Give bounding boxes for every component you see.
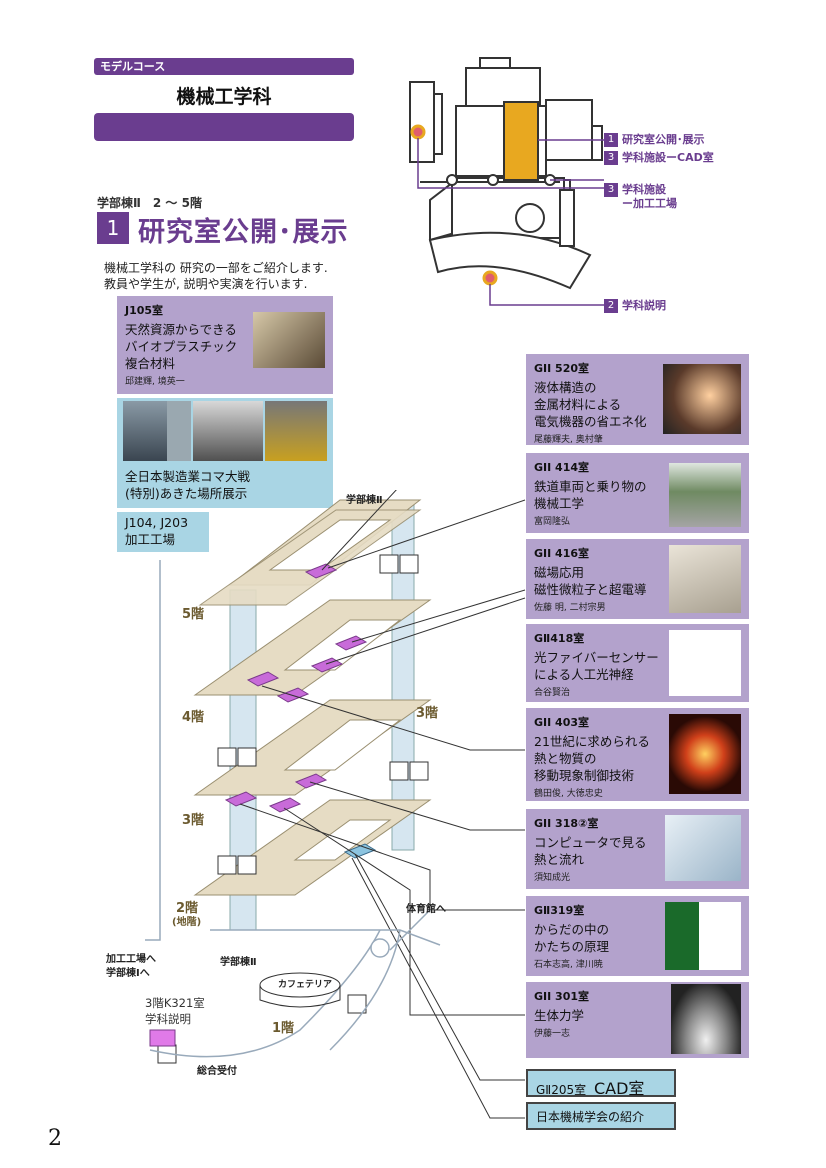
floor-5-label: 5階 bbox=[182, 607, 205, 622]
room-number: GII 301室 bbox=[534, 990, 590, 1003]
floor-1-label: 1階 bbox=[272, 1021, 295, 1036]
room-card-gii414: GII 414室 鉄道車両と乗り物の 機械工学 富岡隆弘 bbox=[526, 453, 749, 533]
exhibit-title: 光ファイバーセンサー による人工光神経 bbox=[534, 650, 659, 682]
card-j105: J105室 天然資源からできる バイオプラスチック 複合材料 邱建輝, 境英一 bbox=[117, 296, 333, 394]
room-number: GII 403室 bbox=[534, 716, 590, 729]
exhibit-title: 磁場応用 磁性微粒子と超電導 bbox=[534, 565, 647, 597]
machine-photo bbox=[193, 401, 263, 461]
to-workshop-label: 加工工場へ bbox=[106, 954, 156, 965]
department-bar bbox=[94, 113, 354, 141]
floor-2-sub-label: (地階) bbox=[172, 917, 202, 928]
department-title: 機械工学科 bbox=[176, 86, 272, 108]
presenters: 須知成光 bbox=[534, 873, 571, 883]
fiber-sensor-chart bbox=[669, 630, 741, 696]
presenters: 合谷賢治 bbox=[534, 688, 571, 698]
cad-room-number: GⅡ205室 bbox=[536, 1083, 587, 1097]
room-number: GII 416室 bbox=[534, 547, 590, 560]
top-photo-2 bbox=[167, 401, 191, 461]
model-course-tag: モデルコース bbox=[94, 58, 354, 75]
railway-photo bbox=[669, 463, 741, 527]
presenters: 石本志高, 津川暁 bbox=[534, 960, 603, 970]
building-floor-map bbox=[145, 490, 526, 1119]
workshop-label: J104, J203 加工工場 bbox=[125, 515, 189, 547]
tool-photo bbox=[265, 401, 327, 461]
room-number: GⅡ418室 bbox=[534, 632, 585, 645]
exhibit-title: 液体構造の 金属材料による 電気機器の省エネ化 bbox=[534, 380, 647, 429]
room-card-gii318: GII 318②室 コンピュータで見る 熱と流れ 須知成光 bbox=[526, 809, 749, 889]
floor-2-label: 2階 bbox=[176, 901, 199, 916]
presenters: 尾藤輝夫, 奥村肇 bbox=[534, 435, 603, 445]
building-floors: 学部棟Ⅱ 2 ～ 5階 bbox=[97, 196, 202, 210]
jsme-intro-box: 日本機械学会の紹介 bbox=[526, 1102, 676, 1130]
exhibit-title: コンピュータで見る 熱と流れ bbox=[534, 835, 647, 867]
room-card-gii301: GII 301室 生体力学 伊藤一志 bbox=[526, 982, 749, 1058]
metal-photo bbox=[663, 364, 741, 434]
to-building1-label: 学部棟Ⅰへ bbox=[106, 968, 150, 979]
room-number: GII 414室 bbox=[534, 461, 590, 474]
page-number: 2 bbox=[48, 1126, 62, 1151]
k321-dept-briefing-label: 学科説明 bbox=[145, 1012, 191, 1026]
room-card-gii520: GII 520室 液体構造の 金属材料による 電気機器の省エネ化 尾藤輝夫, 奥… bbox=[526, 354, 749, 445]
room-number: J105室 bbox=[125, 304, 164, 317]
presenters: 鶴田俊, 大徳忠史 bbox=[534, 789, 603, 799]
presenters: 邱建輝, 境英一 bbox=[125, 377, 185, 387]
presenters: 佐藤 明, 二村宗男 bbox=[534, 603, 606, 613]
reception-label: 総合受付 bbox=[197, 1066, 237, 1077]
room-number: GII 520室 bbox=[534, 362, 590, 375]
exhibit-title: 生体力学 bbox=[534, 1008, 585, 1023]
section-number: 1 bbox=[97, 212, 129, 244]
section-title: 研究室公開･展示 bbox=[138, 217, 349, 248]
building2-bottom-label: 学部棟Ⅱ bbox=[220, 957, 257, 968]
cafeteria-label: カフェテリア bbox=[278, 980, 333, 990]
exhibit-title: 鉄道車両と乗り物の 機械工学 bbox=[534, 479, 647, 511]
exhibit-title: 21世紀に求められる 熱と物質の 移動現象制御技術 bbox=[534, 734, 650, 783]
floor-3-right-label: 3階 bbox=[416, 706, 439, 721]
workshop-box: J104, J203 加工工場 bbox=[117, 512, 209, 552]
room-card-gii319: GⅡ319室 からだの中の かたちの原理 石本志高, 津川暁 bbox=[526, 896, 749, 976]
flow-simulation-image bbox=[665, 815, 741, 881]
floor-3-label: 3階 bbox=[182, 813, 205, 828]
k321-room-label: 3階K321室 bbox=[145, 996, 205, 1010]
room-number: GII 318②室 bbox=[534, 817, 599, 830]
cad-room-label: CAD室 bbox=[593, 1079, 645, 1098]
floor-4-label: 4階 bbox=[182, 710, 205, 725]
presenters: 伊藤一志 bbox=[534, 1029, 571, 1039]
room-card-gii416: GII 416室 磁場応用 磁性微粒子と超電導 佐藤 明, 二村宗男 bbox=[526, 539, 749, 619]
building2-top-label: 学部棟Ⅱ bbox=[346, 495, 383, 506]
room-number: GⅡ319室 bbox=[534, 904, 585, 917]
biomechanics-photo bbox=[671, 984, 741, 1054]
room-card-gii403: GII 403室 21世紀に求められる 熱と物質の 移動現象制御技術 鶴田俊, … bbox=[526, 708, 749, 801]
magnet-photo bbox=[669, 545, 741, 613]
room-card-gii418: GⅡ418室 光ファイバーセンサー による人工光神経 合谷賢治 bbox=[526, 624, 749, 702]
exhibit-title: からだの中の かたちの原理 bbox=[534, 922, 610, 954]
cad-room-box: GⅡ205室 CAD室 bbox=[526, 1069, 676, 1098]
exhibit-title: 天然資源からできる バイオプラスチック 複合材料 bbox=[125, 322, 238, 371]
jsme-intro-label: 日本機械学会の紹介 bbox=[536, 1110, 645, 1124]
bioplastic-photo bbox=[253, 312, 325, 368]
contest-label: 全日本製造業コマ大戦 (特別)あきた場所展示 bbox=[125, 469, 251, 501]
fire-photo bbox=[669, 714, 741, 794]
campus-building-diagram bbox=[409, 57, 604, 306]
presenters: 富岡隆弘 bbox=[534, 517, 571, 527]
contest-box: 全日本製造業コマ大戦 (特別)あきた場所展示 bbox=[117, 398, 333, 508]
top-photo-1 bbox=[123, 401, 167, 461]
to-gym-label: 体育館へ bbox=[406, 904, 446, 915]
biomech-structure-image bbox=[665, 902, 741, 970]
intro-text: 機械工学科の 研究の一部をご紹介します. 教員や学生が, 説明や実演を行います. bbox=[104, 261, 328, 291]
